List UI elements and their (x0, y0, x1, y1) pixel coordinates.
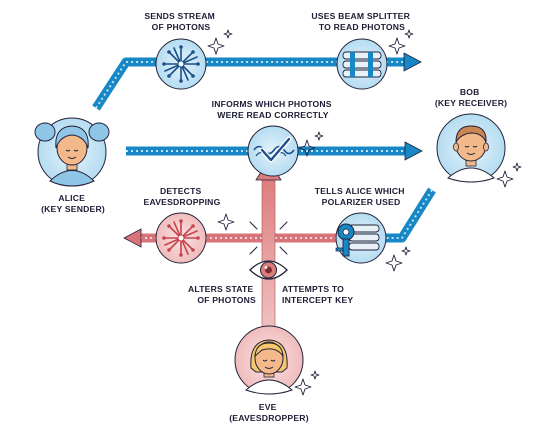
sparkle-icon (385, 254, 403, 272)
label-informs: INFORMS WHICH PHOTONS WERE READ CORRECTL… (212, 99, 335, 120)
label-alice: ALICE (KEY SENDER) (41, 193, 105, 214)
beam-splitter-icon (336, 38, 388, 90)
label-sends-stream: SENDS STREAM OF PHOTONS (144, 11, 217, 32)
label-beam-splitter: USES BEAM SPLITTER TO READ PHOTONS (311, 11, 412, 32)
sparkle-icon (310, 370, 320, 380)
label-eve: EVE (EAVESDROPPER) (229, 402, 309, 423)
alice-avatar-icon (34, 117, 110, 187)
label-alters-state: ALTERS STATE OF PHOTONS (188, 284, 256, 305)
label-tells-alice: TELLS ALICE WHICH POLARIZER USED (315, 186, 408, 207)
bob-avatar-icon (436, 113, 506, 183)
sparkle-icon (388, 37, 406, 55)
label-intercept: ATTEMPTS TO INTERCEPT KEY (282, 284, 353, 305)
sparkle-icon (294, 378, 312, 396)
key-lock-icon (335, 212, 387, 264)
sparkle-icon (314, 131, 324, 141)
sparkle-icon (404, 29, 414, 39)
sparkle-icon (512, 162, 522, 172)
top-arrow-route (92, 52, 422, 111)
sparkle-icon (496, 170, 514, 188)
intercept-spark-icon (249, 221, 288, 255)
sparkle-icon (217, 213, 235, 231)
label-detects: DETECTS EAVESDROPPING (144, 186, 221, 207)
photon-burst-icon (155, 38, 207, 90)
label-bob: BOB (KEY RECEIVER) (435, 87, 507, 108)
sparkle-icon (401, 246, 411, 256)
sparkle-icon (207, 37, 225, 55)
eve-intercept-beam (255, 159, 282, 331)
eye-icon (249, 260, 288, 280)
sparkle-icon (298, 139, 316, 157)
sparkle-icon (223, 29, 233, 39)
eve-avatar-icon (234, 325, 304, 395)
red-burst-icon (155, 212, 207, 264)
checkmark-wave-icon (247, 125, 299, 177)
